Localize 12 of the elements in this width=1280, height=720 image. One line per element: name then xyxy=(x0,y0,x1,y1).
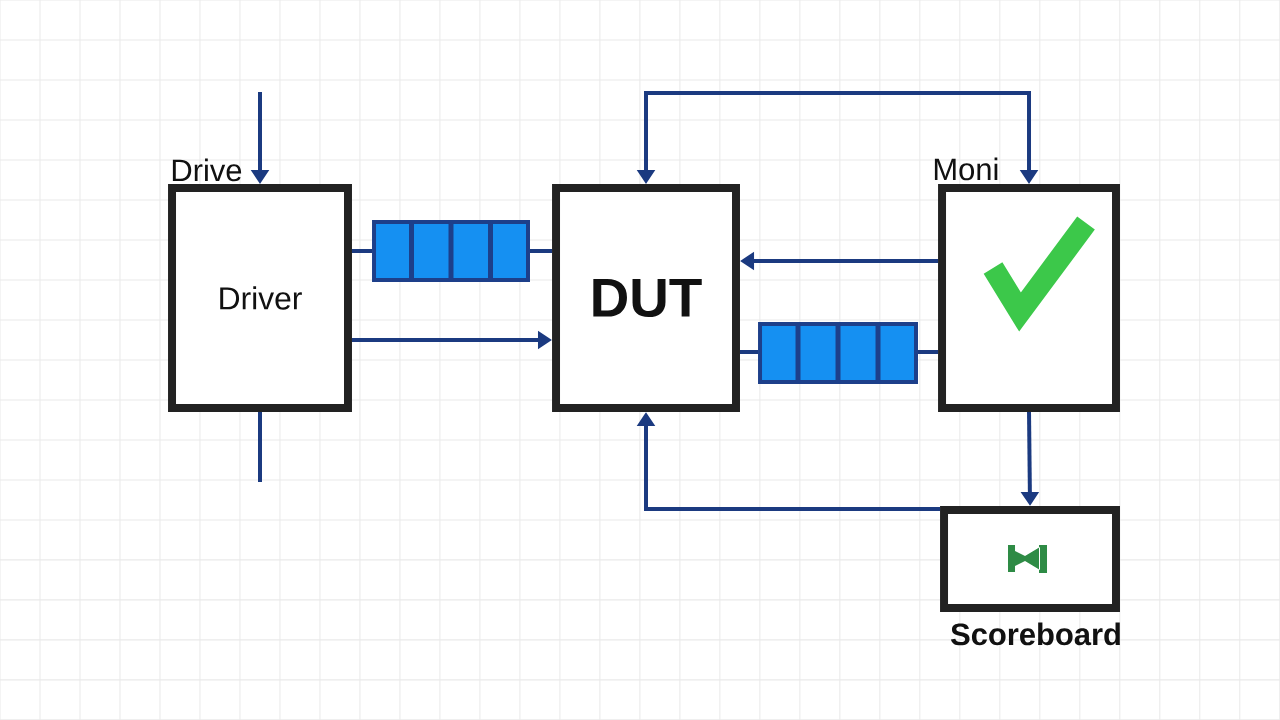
block-heading: Moni xyxy=(934,157,998,181)
connector-line xyxy=(530,249,553,253)
block-box: DUT xyxy=(552,184,740,412)
queue xyxy=(758,321,918,385)
block-box: Driver xyxy=(168,184,352,412)
connector-line xyxy=(352,249,373,253)
connector-line xyxy=(918,350,939,354)
block-heading: Drive xyxy=(172,158,242,182)
queue xyxy=(372,219,530,283)
connector-line xyxy=(258,411,262,482)
block-heading: Scoreboard xyxy=(951,622,1120,646)
connector-line xyxy=(740,350,759,354)
